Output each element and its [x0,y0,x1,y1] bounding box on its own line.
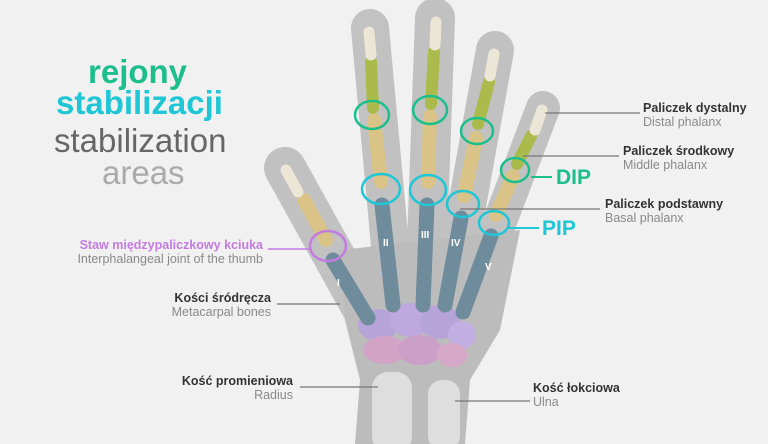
numeral-iii: III [421,230,430,241]
label-en: Interphalangeal joint of the thumb [77,252,263,266]
title-line-1: rejony [88,53,188,90]
numeral-v: V [485,262,492,273]
leader-lines [277,112,640,402]
label-pl: Paliczek dystalny [643,101,747,115]
label-pl: Paliczek środkowy [623,144,735,158]
numeral-iv: IV [451,238,461,249]
label-pl: Kość łokciowa [533,381,620,395]
label-radius: Kość promieniowa Radius [182,374,293,402]
label-en: Distal phalanx [643,115,722,129]
label-pl: Paliczek podstawny [605,197,724,211]
thumb-joint-circle [308,229,348,263]
numeral-i: I [337,278,340,289]
pip-joint-circles [360,172,511,237]
label-middle-phalanx: Paliczek środkowy Middle phalanx [623,144,734,172]
distal-phalanges [280,16,548,198]
title-line-3: stabilization [54,122,227,159]
label-pl: Kości śródręcza [174,291,271,305]
label-basal-phalanx: Paliczek podstawny Basal phalanx [605,197,723,225]
label-pl: Kość promieniowa [181,374,293,388]
label-pl: Staw międzypaliczkowy kciuka [79,238,263,252]
label-metacarpal: Kości śródręcza Metacarpal bones [172,291,271,319]
dip-label: DIP [556,166,592,189]
title-line-2: stabilizacji [56,84,223,121]
label-en: Ulna [533,395,559,409]
numeral-ii: II [383,238,389,249]
dip-joint-circles [353,94,531,184]
label-en: Basal phalanx [605,211,684,225]
forearm-bones [372,372,460,444]
pip-label: PIP [542,217,576,240]
label-en: Radius [254,388,293,402]
title-line-4: areas [102,154,185,191]
label-thumb-joint: Staw międzypaliczkowy kciuka Interphalan… [77,238,263,266]
metacarpals [325,197,499,326]
label-en: Metacarpal bones [171,305,271,319]
label-en: Middle phalanx [623,158,708,172]
label-distal-phalanx: Paliczek dystalny Distal phalanx [643,101,747,129]
label-ulna: Kość łokciowa Ulna [533,381,620,409]
